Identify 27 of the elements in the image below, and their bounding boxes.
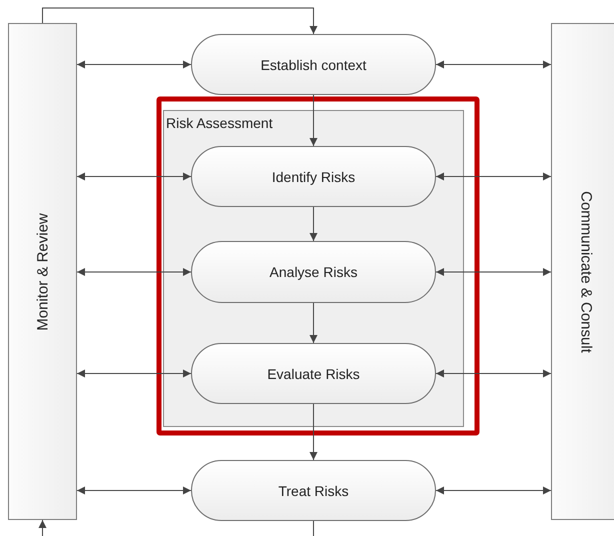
side-panel [8, 23, 77, 520]
connector-line [313, 520, 314, 536]
step-label: Establish context [260, 56, 366, 72]
arrow [310, 302, 318, 344]
side-panel [551, 23, 614, 520]
panel-label: Communicate & Consult [578, 190, 594, 352]
arrow [76, 370, 192, 378]
arrow [42, 8, 318, 34]
arrow [436, 486, 552, 494]
step-label: Evaluate Risks [267, 366, 360, 382]
step-label: Treat Risks [278, 482, 349, 498]
arrow [436, 370, 552, 378]
step-label: Analyse Risks [270, 264, 358, 280]
arrow [310, 94, 318, 146]
arrow [76, 60, 192, 68]
step-label: Identify Risks [272, 168, 356, 184]
panel-label: Monitor & Review [34, 212, 51, 330]
arrow [436, 268, 552, 276]
arrow [76, 486, 192, 494]
arrow [436, 60, 552, 68]
arrow [76, 268, 192, 276]
arrow [38, 520, 46, 536]
arrow [76, 172, 192, 180]
arrow [310, 404, 318, 460]
group-heading: Risk Assessment [166, 115, 273, 131]
arrow [436, 172, 552, 180]
arrow [310, 206, 318, 242]
